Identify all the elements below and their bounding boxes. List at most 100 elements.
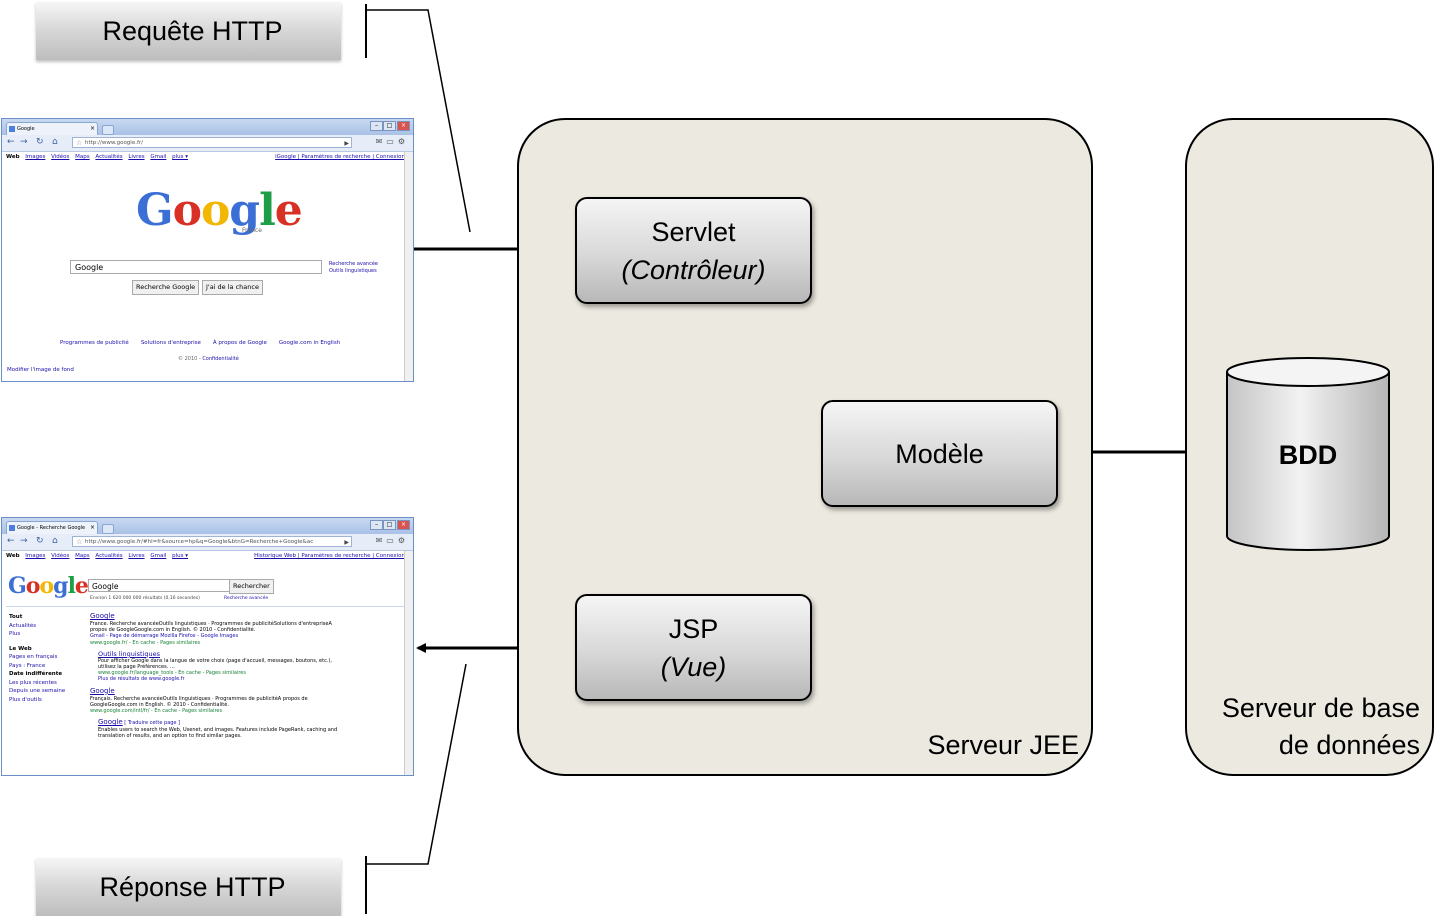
nav-web[interactable]: Web <box>6 553 20 559</box>
result-url: www.google.fr/ - En cache - Pages simila… <box>90 639 201 646</box>
lucky-button[interactable]: J'ai de la chance <box>202 280 263 295</box>
browser-response: Google - Recherche Google × – □ × ← → ↻ … <box>1 517 414 776</box>
address-url: http://www.google.fr/#hl=fr&source=hp&q=… <box>85 539 314 545</box>
result-snippet: Enables users to search the Web, Usenet,… <box>98 727 338 740</box>
minimize-icon[interactable]: – <box>370 121 383 131</box>
sidebar-french-pages[interactable]: Pages en français <box>9 654 58 660</box>
footer-english-link[interactable]: Google.com in English <box>278 340 341 346</box>
nav-gmail[interactable]: Gmail <box>150 553 167 559</box>
result-item: Google France. Recherche avancéeOutils l… <box>90 612 345 646</box>
nav-more[interactable]: plus ▾ <box>172 154 189 160</box>
close-icon[interactable]: × <box>89 125 95 132</box>
request-label: Requête HTTP <box>36 2 341 60</box>
result-title[interactable]: Google <box>98 718 123 727</box>
nav-images[interactable]: Images <box>25 154 46 160</box>
model-name: Modèle <box>895 438 984 469</box>
result-snippet: France. Recherche avancéeOutils linguist… <box>90 621 332 634</box>
nav-books[interactable]: Livres <box>128 154 145 160</box>
result-more-link[interactable]: Plus de résultats de www.google.fr <box>98 676 185 683</box>
back-icon[interactable]: ← <box>7 536 15 546</box>
nav-more[interactable]: plus ▾ <box>172 553 189 559</box>
servlet-box: Servlet (Contrôleur) <box>575 197 812 304</box>
star-icon[interactable]: ☆ <box>76 538 83 546</box>
search-input[interactable]: Google <box>70 260 322 274</box>
google-logo: Google <box>8 573 89 599</box>
change-background-link[interactable]: Modifier l'image de fond <box>7 367 74 373</box>
close-icon[interactable]: × <box>89 524 95 531</box>
browser-response-tab[interactable]: Google - Recherche Google × <box>6 521 98 534</box>
nav-images[interactable]: Images <box>25 553 46 559</box>
address-bar[interactable]: ☆ http://www.google.fr/#hl=fr&source=hp&… <box>72 536 352 547</box>
nav-videos[interactable]: Vidéos <box>51 154 70 160</box>
new-tab-icon[interactable] <box>102 125 114 135</box>
result-snippet: Français. Recherche avancéeOutils lingui… <box>90 695 308 708</box>
jsp-role: (Vue) <box>660 651 727 682</box>
browser-response-scrollbar[interactable] <box>404 551 413 775</box>
footer-about-link[interactable]: À propos de Google <box>212 340 267 346</box>
forward-icon[interactable]: → <box>20 536 28 546</box>
jee-server-caption: Serveur JEE <box>927 730 1079 760</box>
result-url: www.google.com/intl/fr/ - En cache - Pag… <box>90 708 223 715</box>
home-icon[interactable]: ⌂ <box>52 536 58 546</box>
nav-maps[interactable]: Maps <box>75 553 90 559</box>
maximize-icon[interactable]: □ <box>383 520 396 530</box>
nav-web[interactable]: Web <box>6 154 20 160</box>
copyright: © 2010 - Confidentialité <box>178 356 239 362</box>
language-tools-link[interactable]: Outils linguistiques <box>329 268 377 274</box>
sidebar-tools[interactable]: Plus d'outils <box>9 696 42 703</box>
nav-news[interactable]: Actualités <box>95 154 123 160</box>
nav-books[interactable]: Livres <box>128 553 145 559</box>
result-title[interactable]: Google <box>90 686 115 695</box>
google-search-button[interactable]: Recherche Google <box>132 280 200 295</box>
browser-request-titlebar: Google × – □ × <box>2 119 413 135</box>
sidebar-country[interactable]: Pays : France <box>9 662 46 669</box>
browser-request-tab[interactable]: Google × <box>6 122 98 135</box>
advanced-search-link[interactable]: Recherche avancée <box>329 261 379 267</box>
result-title[interactable]: Google <box>90 612 115 620</box>
copyright-text: © 2010 - <box>178 356 201 362</box>
sidebar-week[interactable]: Depuis une semaine <box>9 688 66 694</box>
nav-right-links[interactable]: iGoogle | Paramètres de recherche | Conn… <box>275 154 405 160</box>
translate-link[interactable]: [ Traduire cette page ] <box>124 720 181 727</box>
footer-ads-link[interactable]: Programmes de publicité <box>60 340 129 346</box>
address-bar[interactable]: ☆ http://www.google.fr/ ▶ <box>72 137 352 148</box>
forward-icon[interactable]: → <box>20 137 28 147</box>
result-title[interactable]: Outils linguistiques <box>98 649 161 658</box>
star-icon[interactable]: ☆ <box>76 139 83 147</box>
nav-news[interactable]: Actualités <box>95 553 123 559</box>
window-close-icon[interactable]: × <box>397 520 410 530</box>
new-tab-icon[interactable] <box>102 524 114 534</box>
go-icon[interactable]: ▶ <box>344 539 349 546</box>
nav-right-links[interactable]: Historique Web | Paramètres de recherche… <box>254 553 405 559</box>
nav-videos[interactable]: Vidéos <box>51 553 70 559</box>
privacy-link[interactable]: Confidentialité <box>202 356 239 362</box>
sidebar-recent[interactable]: Les plus récentes <box>9 679 57 686</box>
request-leader-line-2 <box>366 9 471 233</box>
nav-maps[interactable]: Maps <box>75 154 90 160</box>
reload-icon[interactable]: ↻ <box>36 536 44 546</box>
home-icon[interactable]: ⌂ <box>52 137 58 147</box>
sidebar-more[interactable]: Plus <box>9 631 21 637</box>
browser-request-scrollbar[interactable] <box>404 152 413 381</box>
reload-icon[interactable]: ↻ <box>36 137 44 147</box>
advanced-search-link[interactable]: Recherche avancée <box>224 596 269 601</box>
window-close-icon[interactable]: × <box>397 121 410 131</box>
tools-icons[interactable]: ✉▭⚙ <box>375 137 409 146</box>
google-logo-sub: France <box>242 227 262 234</box>
footer-business-link[interactable]: Solutions d'entreprise <box>140 340 201 346</box>
search-button[interactable]: Rechercher <box>229 579 274 594</box>
results-list: Google France. Recherche avancéeOutils l… <box>90 612 345 740</box>
sidebar-all[interactable]: Tout <box>9 614 23 620</box>
result-sitelinks[interactable]: Gmail - Page de démarrage Mozilla Firefo… <box>90 633 239 640</box>
search-input[interactable]: Google <box>88 579 230 592</box>
nav-gmail[interactable]: Gmail <box>150 154 167 160</box>
sidebar-news[interactable]: Actualités <box>9 622 37 629</box>
maximize-icon[interactable]: □ <box>383 121 396 131</box>
go-icon[interactable]: ▶ <box>344 140 349 147</box>
tools-icons[interactable]: ✉▭⚙ <box>375 536 409 545</box>
google-favicon-icon <box>9 525 15 531</box>
model-box: Modèle <box>821 400 1058 507</box>
jsp-name: JSP <box>668 613 719 644</box>
minimize-icon[interactable]: – <box>370 520 383 530</box>
back-icon[interactable]: ← <box>7 137 15 147</box>
